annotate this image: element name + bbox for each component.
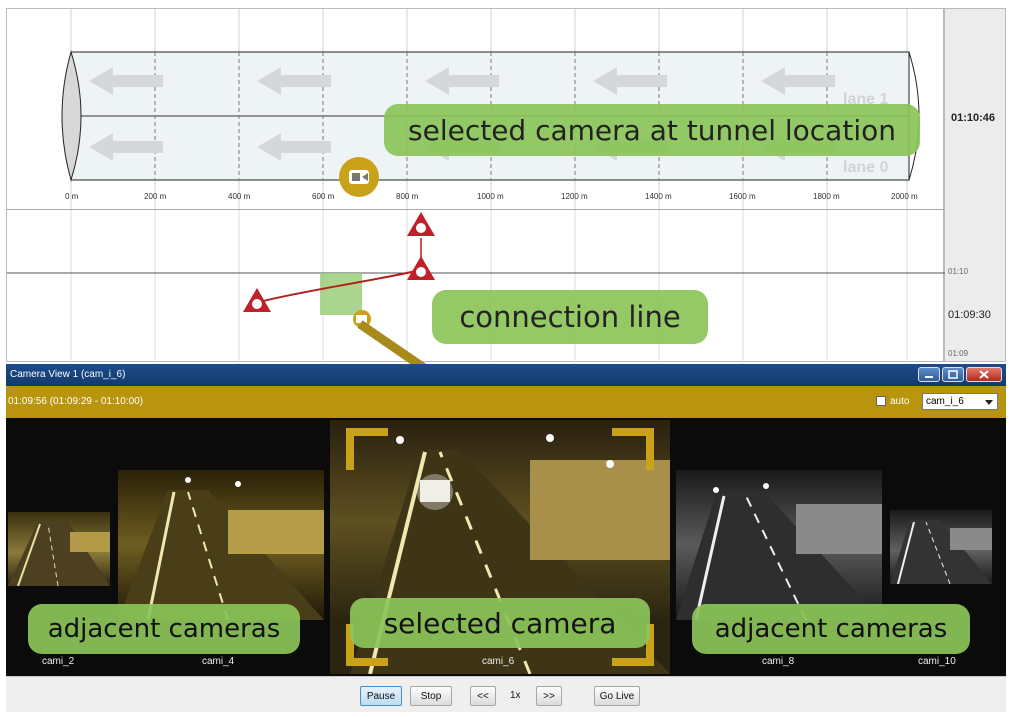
- camera-feed-cami-2[interactable]: [8, 512, 110, 586]
- camera-label: cami_6: [482, 656, 515, 667]
- incident-marker: [407, 212, 435, 236]
- time-range-label: 01:09:56 (01:09:29 - 01:10:00): [8, 396, 144, 407]
- callout-adjacent-right: adjacent cameras: [692, 604, 970, 654]
- distance-label: 2000 m: [891, 192, 918, 201]
- camera-select[interactable]: cam_i_6: [922, 393, 998, 410]
- rewind-button[interactable]: <<: [470, 686, 496, 706]
- tunnel-road-image: [676, 483, 882, 620]
- camera-feed-cami-8[interactable]: [676, 470, 882, 620]
- camera-label: cami_10: [918, 656, 956, 667]
- fast-forward-button[interactable]: >>: [536, 686, 562, 706]
- go-live-button[interactable]: Go Live: [594, 686, 640, 706]
- camera-label: cami_4: [202, 656, 235, 667]
- camera-label: cami_8: [762, 656, 795, 667]
- camera-label: cami_2: [42, 656, 75, 667]
- tunnel-road-image: [118, 477, 324, 620]
- close-icon: [979, 370, 989, 379]
- maximize-button[interactable]: [942, 367, 964, 382]
- chevron-down-icon: [985, 400, 993, 405]
- selection-bracket: [346, 624, 388, 666]
- tunnel-diagram: [7, 9, 945, 211]
- auto-checkbox[interactable]: [876, 396, 886, 406]
- cursor-time-label: 01:09:30: [948, 309, 991, 321]
- incident-marker: [407, 256, 435, 280]
- auto-checkbox-label: auto: [890, 396, 910, 407]
- selection-bracket: [612, 624, 654, 666]
- camera-toolbar: 01:09:56 (01:09:29 - 01:10:00) auto cam_…: [6, 386, 1006, 418]
- selection-bracket: [346, 428, 388, 470]
- lane-bottom-label: lane 0: [843, 159, 889, 176]
- distance-label: 1600 m: [729, 192, 756, 201]
- maximize-icon: [948, 370, 958, 379]
- distance-label: 600 m: [312, 192, 335, 201]
- incident-marker: [243, 288, 271, 312]
- playback-bar: [6, 676, 1006, 712]
- camera-window-titlebar[interactable]: Camera View 1 (cam_i_6): [6, 364, 1006, 386]
- distance-label: 0 m: [65, 192, 79, 201]
- distance-label: 200 m: [144, 192, 167, 201]
- camera-select-value: cam_i_6: [926, 396, 964, 407]
- distance-label: 1400 m: [645, 192, 672, 201]
- callout-adjacent-left: adjacent cameras: [28, 604, 300, 654]
- distance-label: 400 m: [228, 192, 251, 201]
- lane-top-label: lane 1: [843, 91, 889, 108]
- distance-label: 1200 m: [561, 192, 588, 201]
- time-tick-bottom: 01:09: [948, 349, 969, 358]
- timeline-plot: [7, 210, 945, 362]
- current-time-label: 01:10:46: [951, 112, 996, 124]
- callout-tunnel-location: selected camera at tunnel location: [384, 104, 920, 156]
- minimize-button[interactable]: [918, 367, 940, 382]
- camera-feed-cami-10[interactable]: [890, 510, 992, 584]
- time-axis-column: 01:10:46 01:10 01:09:30 01:09: [944, 8, 1006, 362]
- tunnel-road-image: [8, 522, 110, 586]
- callout-connection-line: connection line: [432, 290, 708, 344]
- callout-selected-camera: selected camera: [350, 598, 650, 648]
- window-title: Camera View 1 (cam_i_6): [10, 369, 126, 380]
- camera-feed-cami-4[interactable]: [118, 470, 324, 620]
- pause-button[interactable]: Pause: [360, 686, 402, 706]
- selection-bracket: [612, 428, 654, 470]
- stop-button[interactable]: Stop: [410, 686, 452, 706]
- close-button[interactable]: [966, 367, 1002, 382]
- time-tick-top: 01:10: [948, 267, 969, 276]
- selected-camera-marker[interactable]: [339, 157, 379, 197]
- minimize-icon: [925, 376, 933, 378]
- tunnel-road-image: [890, 520, 992, 584]
- distance-label: 800 m: [396, 192, 419, 201]
- distance-label: 1800 m: [813, 192, 840, 201]
- playback-speed-label: 1x: [510, 690, 521, 701]
- distance-label: 1000 m: [477, 192, 504, 201]
- camera-icon: [349, 170, 369, 184]
